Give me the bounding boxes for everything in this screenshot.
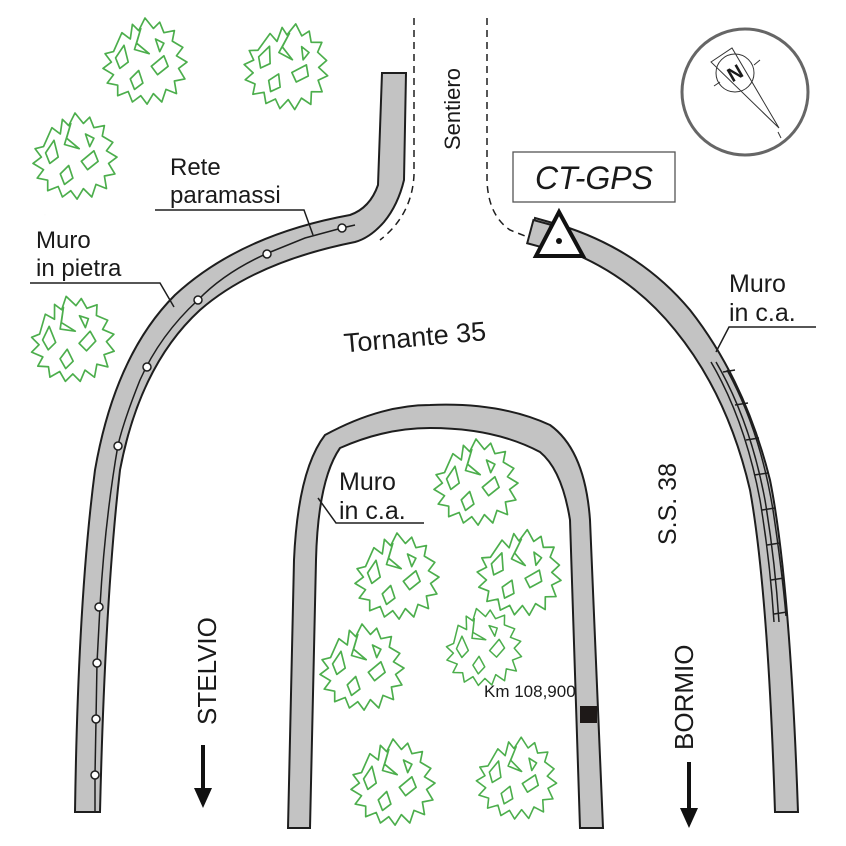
tree-icon bbox=[354, 532, 440, 620]
path-label: Sentiero bbox=[440, 68, 465, 150]
tree-icon bbox=[319, 623, 405, 711]
annotation-muro-ca-right-line2: in c.a. bbox=[729, 299, 796, 327]
leader-rete bbox=[155, 209, 314, 236]
wall-concrete-right bbox=[528, 216, 800, 813]
annotation-muro-ca-inner-line2: in c.a. bbox=[339, 497, 406, 525]
annotation-muro-ca-right-line1: Muro bbox=[729, 270, 786, 298]
net-post bbox=[94, 602, 104, 612]
road-label: S.S. 38 bbox=[654, 463, 682, 545]
map-title: Tornante 35 bbox=[343, 316, 488, 358]
annotation-muro-ca-inner-line1: Muro bbox=[339, 468, 396, 496]
tree-icon bbox=[32, 112, 118, 200]
annotation-muro-pietra-line1: Muro bbox=[36, 227, 91, 254]
path-edge-left bbox=[379, 18, 415, 241]
tree-icon bbox=[44, 214, 46, 216]
leader-muro-ca-right bbox=[715, 326, 816, 353]
net-post bbox=[142, 362, 152, 372]
annotation-muro-pietra-line2: in pietra bbox=[36, 255, 122, 282]
km-marker-label: Km 108,900 bbox=[484, 682, 576, 701]
gps-station-icon bbox=[525, 207, 587, 258]
compass-icon: N bbox=[680, 27, 810, 157]
net-post bbox=[90, 770, 100, 780]
station-label-box bbox=[512, 151, 676, 203]
direction-stelvio-label: STELVIO bbox=[192, 617, 222, 725]
net-posts bbox=[90, 223, 347, 780]
rockfall-net-line bbox=[94, 224, 356, 812]
annotation-rete-line2: paramassi bbox=[170, 182, 281, 209]
net-post bbox=[193, 295, 203, 305]
down-arrow-icon bbox=[194, 745, 212, 808]
station-label: CT-GPS bbox=[535, 160, 653, 196]
annotation-rete-line1: Rete bbox=[170, 154, 221, 181]
wall-concrete-inner bbox=[286, 403, 605, 829]
wall-stone-left bbox=[73, 72, 408, 813]
tree-icon bbox=[470, 521, 570, 623]
tree-icon bbox=[350, 738, 436, 826]
tree-icon bbox=[235, 14, 338, 118]
net-post bbox=[113, 441, 123, 451]
net-post bbox=[337, 223, 347, 233]
tree-icon bbox=[23, 289, 121, 389]
direction-bormio-label: BORMIO bbox=[669, 645, 699, 750]
net-post bbox=[262, 249, 272, 259]
retaining-structure bbox=[710, 361, 788, 623]
tree-icon bbox=[102, 17, 188, 105]
leader-muro-ca-inner bbox=[317, 497, 424, 524]
path-edge-right bbox=[486, 18, 536, 241]
tree-icon bbox=[433, 438, 519, 526]
tree-icon bbox=[472, 732, 562, 824]
km-marker-icon bbox=[580, 706, 597, 723]
leader-muro-pietra bbox=[30, 282, 175, 308]
down-arrow-icon bbox=[680, 762, 698, 828]
net-post bbox=[91, 714, 101, 724]
net-post bbox=[92, 658, 102, 668]
